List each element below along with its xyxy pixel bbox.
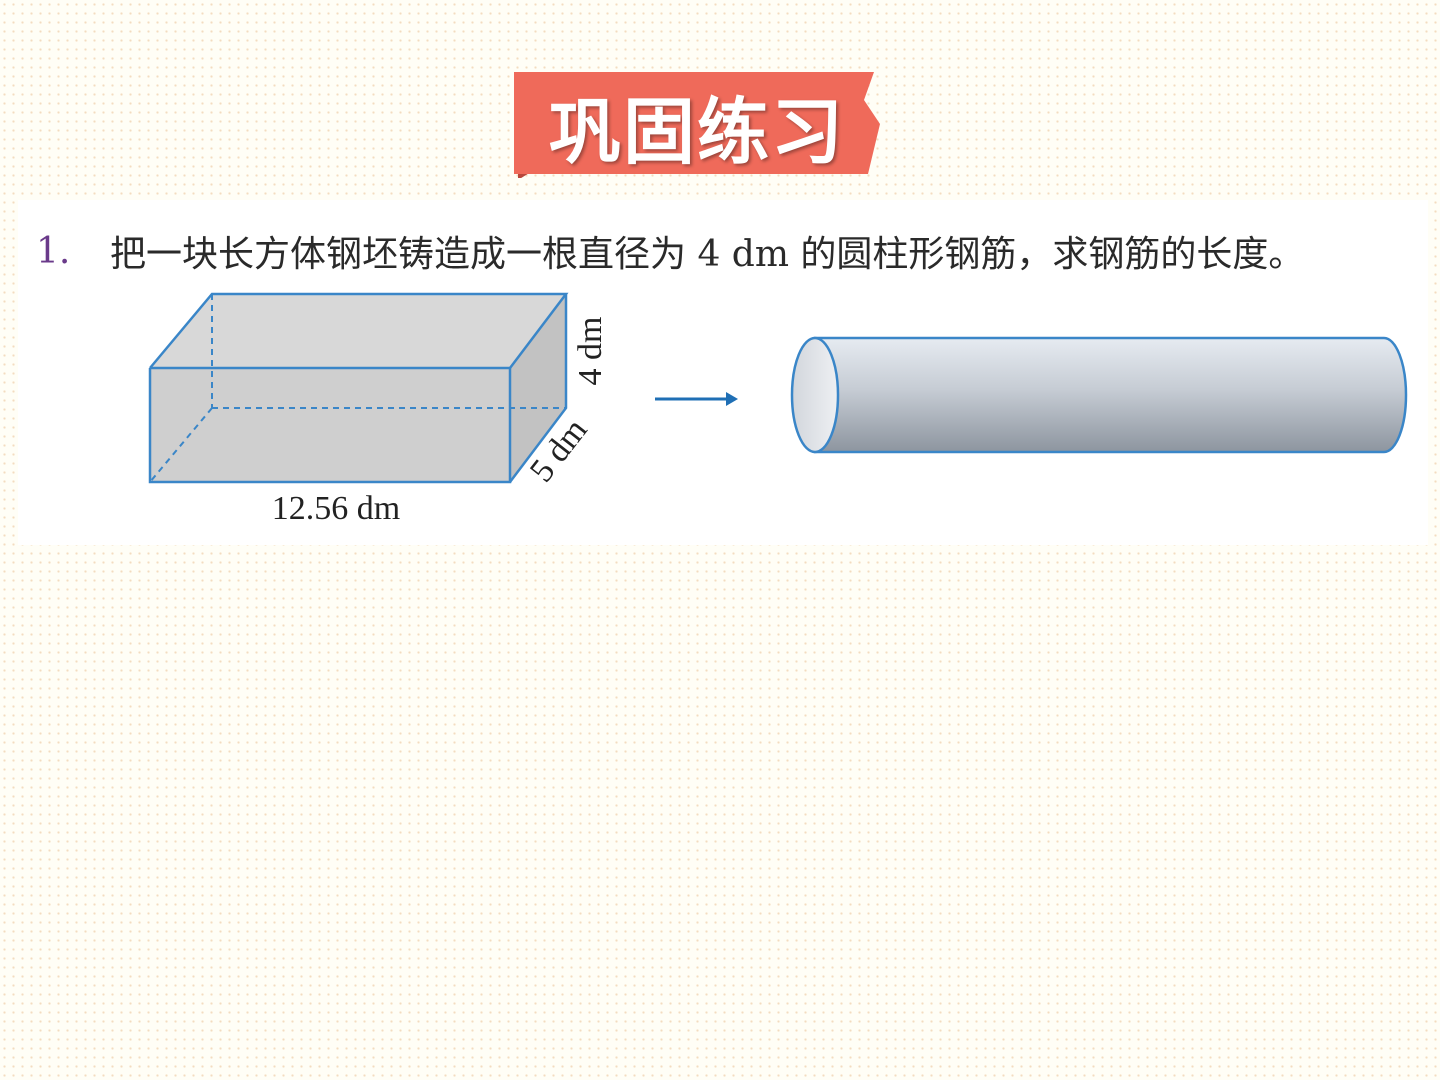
page-title: 巩固练习 [548, 89, 845, 174]
cuboid-figure: 12.56 dm 4 dm 5 dm [148, 292, 609, 527]
cuboid-hidden-edges [149, 294, 566, 483]
length-label: 12.56 dm [272, 490, 400, 527]
banner-ribbon-shape [514, 72, 880, 178]
cylinder-body [813, 336, 1408, 454]
cuboid-front-face [150, 368, 510, 482]
cylinder-figure [790, 336, 1408, 454]
question-text: 把一块长方体钢坯铸造成一根直径为 4 dm 的圆柱形钢筋，求钢筋的长度。 [110, 234, 1305, 275]
cuboid-top-face [150, 294, 566, 368]
right-arrow-icon [655, 392, 738, 406]
cuboid-side-face [510, 294, 566, 482]
height-label: 4 dm [572, 317, 609, 386]
question-number: 1. [36, 230, 71, 272]
title-banner: 巩固练习 [512, 70, 882, 178]
cylinder-end-cap [790, 336, 840, 454]
question-line: 1. 把一块长方体钢坯铸造成一根直径为 4 dm 的圆柱形钢筋，求钢筋的长度。 [36, 226, 1304, 276]
